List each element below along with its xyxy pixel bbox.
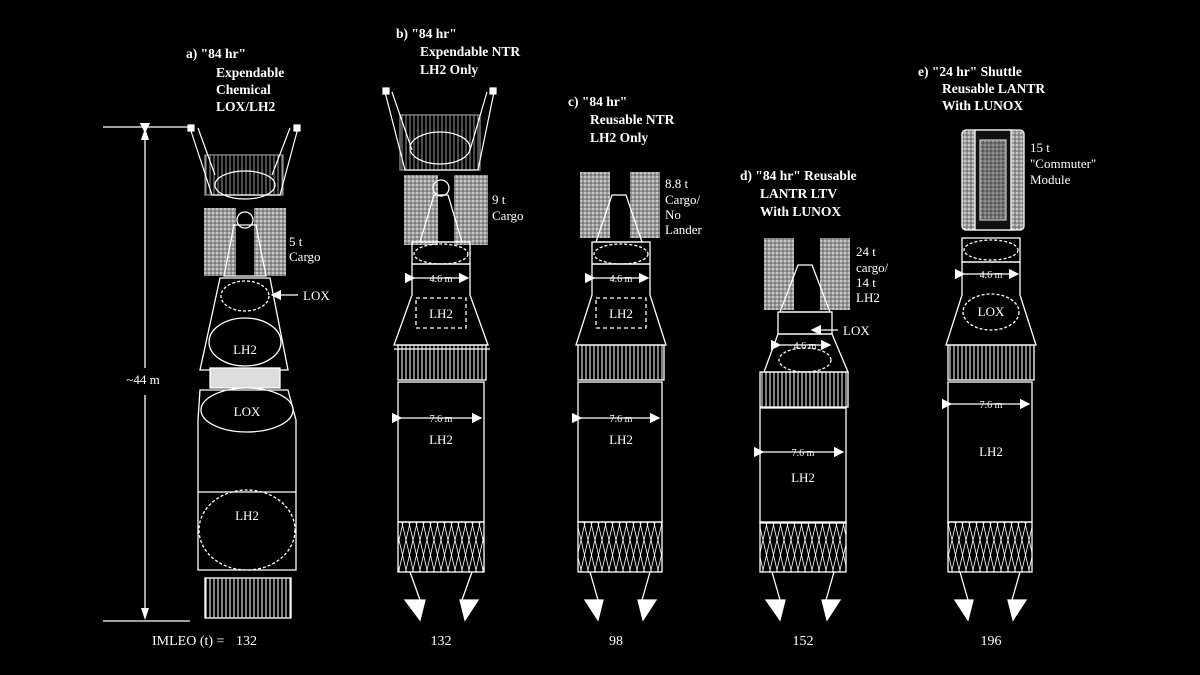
vehicle-a-title: a) "84 hr" Expendable Chemical LOX/LH2 [186,46,288,114]
vehicle-e-diameter-small: 4.6 m [980,270,1003,281]
vehicle-c-stack [571,194,667,622]
vehicle-e: e) "24 hr" Shuttle Reusable LANTR With L… [918,64,1099,649]
vehicle-d-title: d) "84 hr" Reusable LANTR LTV With LUNOX [740,168,860,219]
vehicle-e-module [961,129,1025,231]
vehicle-e-stack [941,237,1037,622]
vehicle-b: b) "84 hr" Expendable NTR LH2 Only 9 t C… [382,26,524,649]
vehicle-e-diameter-large: 7.6 m [980,400,1003,411]
vehicle-b-tank-1: LH2 [429,432,453,447]
vehicle-d: d) "84 hr" Reusable LANTR LTV With LUNOX… [740,168,892,649]
vehicle-b-title: b) "84 hr" Expendable NTR LH2 Only [396,26,524,77]
vehicle-c-tank-1: LH2 [609,432,633,447]
vehicle-b-tank-0: LH2 [429,306,453,321]
vehicle-d-stack [753,264,849,622]
vehicle-b-lander [382,87,497,171]
vehicle-b-cargo: 9 t Cargo [492,192,524,223]
vehicle-c-diameter-large: 7.6 m [610,414,633,425]
vehicle-b-diameter-small: 4.6 m [430,274,453,285]
vehicle-e-cargo: 15 t "Commuter" Module [1030,140,1099,187]
vehicle-c-cargo-left [580,172,610,238]
vehicle-b-diameter-large: 7.6 m [430,414,453,425]
vehicle-c: c) "84 hr" Reusable NTR LH2 Only 8.8 t C… [568,94,703,649]
vehicle-a-lander [187,124,301,200]
vehicle-e-tank-0: LOX [978,304,1005,319]
vehicle-a-tank-1: LH2 [233,342,257,357]
vehicle-b-cargo-left [404,175,438,245]
vehicle-a-imleo: 132 [236,634,257,649]
vehicle-a: a) "84 hr" Expendable Chemical LOX/LH2 5… [152,46,330,649]
vehicle-d-lox-arrow-label: LOX [843,323,870,338]
vehicle-a-cargo: 5 t Cargo [289,234,321,264]
vehicle-b-stack [391,179,490,622]
vehicle-a-lox-arrow-label: LOX [303,288,330,303]
height-dimension [103,122,190,622]
vehicle-c-cargo: 8.8 t Cargo/ No Lander [665,176,703,237]
vehicle-d-cargo: 24 t cargo/ 14 t LH2 [856,244,892,305]
vehicle-b-imleo: 132 [431,634,452,649]
vehicle-d-tank-0: LH2 [791,470,815,485]
vehicle-c-imleo: 98 [609,634,623,649]
vehicle-a-stack [197,211,297,619]
vehicle-e-title: e) "24 hr" Shuttle Reusable LANTR With L… [918,64,1049,113]
vehicle-c-diameter-small: 4.6 m [610,274,633,285]
vehicle-c-tank-0: LH2 [609,306,633,321]
vehicle-a-tank-3: LH2 [235,508,259,523]
vehicle-e-imleo: 196 [981,634,1002,649]
vehicle-d-cargo-left [764,238,794,310]
vehicle-a-tank-2: LOX [234,404,261,419]
imleo-prefix: IMLEO (t) = [152,634,225,649]
height-label: ~44 m [126,372,159,387]
vehicle-d-diameter-large: 7.6 m [792,448,815,459]
vehicle-c-cargo-right [630,172,660,238]
vehicle-d-diameter-small: 4.6 m [794,341,817,352]
vehicle-d-imleo: 152 [793,634,814,649]
vehicle-c-title: c) "84 hr" Reusable NTR LH2 Only [568,94,678,145]
vehicle-e-tank-1: LH2 [979,444,1003,459]
